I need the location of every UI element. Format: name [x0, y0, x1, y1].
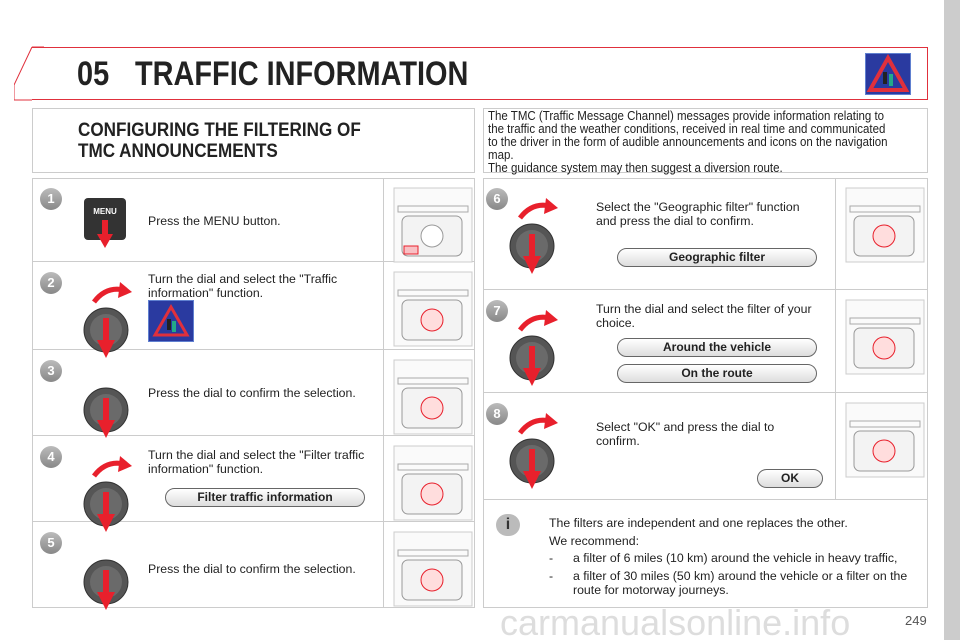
step-number-badge: 8	[486, 403, 508, 425]
rotate-dial-icon	[80, 280, 150, 360]
radio-panel-illustration	[383, 262, 475, 349]
left-steps-panel	[32, 178, 475, 608]
step-number-badge: 1	[40, 188, 62, 210]
step-row-divider	[483, 499, 928, 500]
info-text: The filters are independent and one repl…	[549, 516, 908, 597]
step-number-badge: 3	[40, 360, 62, 382]
traffic-warning-icon	[865, 53, 911, 95]
info-icon: i	[496, 514, 520, 536]
radio-panel-illustration	[835, 393, 928, 499]
step-number-badge: 5	[40, 532, 62, 554]
step-instruction: Turn the dial and select the "Filter tra…	[148, 448, 365, 476]
menu-button-illustration: MENU	[84, 198, 126, 248]
step-row-divider	[32, 261, 475, 262]
step-instruction: Turn the dial and select the "Traffic in…	[148, 272, 338, 300]
radio-panel-illustration	[835, 178, 928, 289]
rotate-dial-icon	[80, 454, 150, 534]
radio-panel-illustration	[383, 436, 475, 521]
step-number-badge: 4	[40, 446, 62, 468]
page-edge-bar	[944, 0, 960, 640]
step-row-divider	[483, 392, 928, 393]
step-row-divider	[32, 521, 475, 522]
intro-text: The TMC (Traffic Message Channel) messag…	[488, 109, 888, 175]
step-number-badge: 2	[40, 272, 62, 294]
press-dial-icon	[80, 536, 150, 616]
step-row-divider	[32, 349, 475, 350]
step-number-badge: 7	[486, 300, 508, 322]
page-number: 249	[905, 613, 927, 628]
step-instruction: Press the dial to confirm the selection.	[148, 562, 356, 576]
menu-option[interactable]: OK	[757, 469, 823, 488]
radio-panel-illustration	[383, 178, 475, 263]
press-dial-icon	[80, 364, 150, 444]
intro-box	[483, 108, 928, 173]
chapter-number: 05	[77, 55, 110, 93]
radio-panel-illustration	[835, 290, 928, 392]
step-instruction: Press the dial to confirm the selection.	[148, 386, 356, 400]
section-title-box	[32, 108, 475, 173]
header-frame	[32, 47, 928, 100]
step-number-badge: 6	[486, 188, 508, 210]
menu-option[interactable]: Geographic filter	[617, 248, 817, 267]
page-title: TRAFFIC INFORMATION	[135, 55, 469, 93]
traffic-information-icon	[148, 300, 194, 342]
step-row-divider	[32, 435, 475, 436]
step-instruction: Select "OK" and press the dial to confir…	[596, 420, 775, 448]
rotate-dial-icon	[506, 411, 576, 491]
step-row-divider	[483, 289, 928, 290]
radio-panel-illustration	[383, 522, 475, 607]
right-steps-panel	[483, 178, 928, 608]
watermark: carmanualsonline.info	[500, 602, 851, 643]
step-instruction: Select the "Geographic filter" function …	[596, 200, 800, 228]
step-instruction: Turn the dial and select the filter of y…	[596, 302, 812, 330]
rotate-dial-icon	[506, 308, 576, 388]
menu-option[interactable]: On the route	[617, 364, 817, 383]
step-instruction: Press the MENU button.	[148, 214, 281, 228]
menu-option[interactable]: Filter traffic information	[165, 488, 365, 507]
radio-panel-illustration	[383, 350, 475, 435]
menu-option[interactable]: Around the vehicle	[617, 338, 817, 357]
rotate-dial-icon	[506, 196, 576, 276]
